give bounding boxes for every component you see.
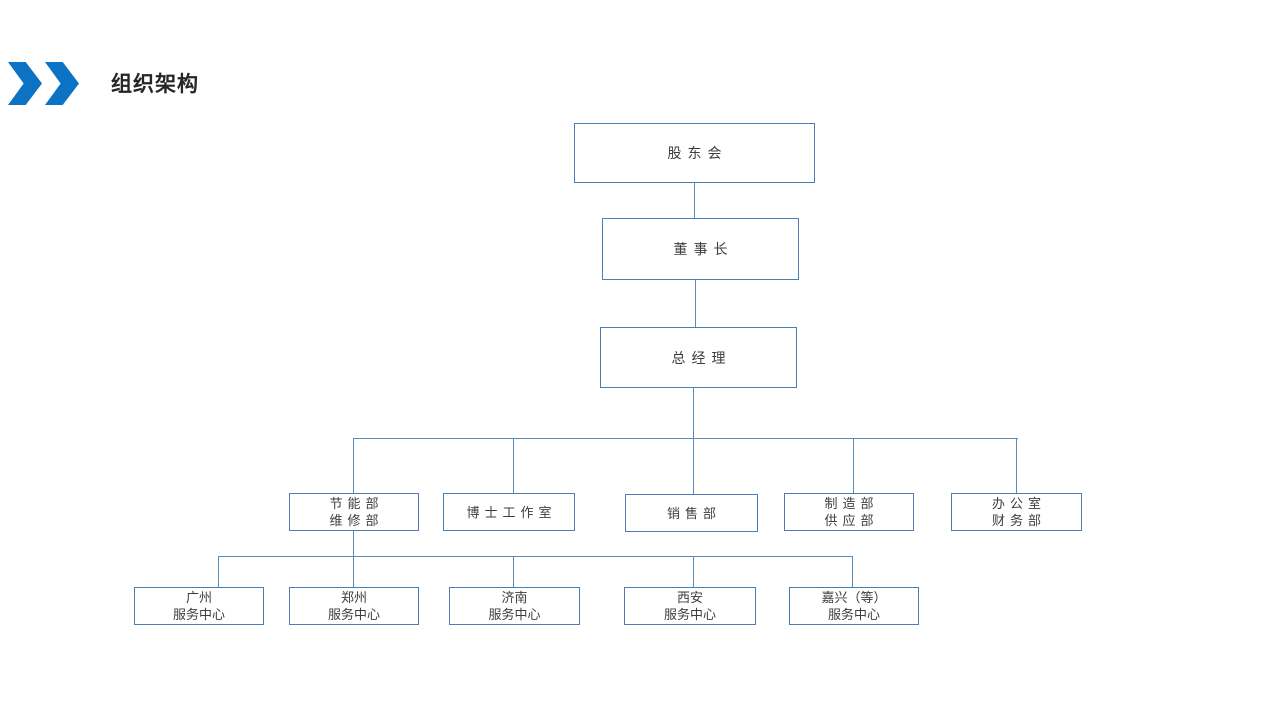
org-node-manufacturing-supply: 制造部 供应部 (784, 493, 914, 531)
connector-chairman-gm (695, 280, 696, 327)
org-node-label: 服务中心 (327, 607, 380, 622)
org-node-doctor-studio: 博士工作室 (443, 493, 575, 531)
org-node-label: 济南 (501, 590, 528, 605)
org-node-label: 总经理 (671, 349, 732, 366)
connector-drop-energy (353, 439, 354, 493)
page-title: 组织架构 (111, 73, 199, 96)
org-node-chairman: 董事长 (602, 218, 799, 280)
connector-drop-jinan (513, 557, 514, 587)
connector-drop-sales (693, 439, 694, 494)
connector-drop-manufacturing (853, 439, 854, 493)
connector-drop-xian (693, 557, 694, 587)
org-node-sales: 销售部 (625, 494, 758, 532)
org-node-label: 郑州 (340, 590, 367, 605)
org-node-label: 服务中心 (172, 607, 225, 622)
org-node-label: 股东会 (667, 145, 728, 161)
connector-shareholders-chairman (694, 183, 695, 218)
connector-drop-office (1016, 439, 1017, 493)
org-node-zhengzhou-service-center: 郑州 服务中心 (289, 587, 419, 625)
org-node-office-finance: 办公室 财务部 (951, 493, 1082, 531)
connector-drop-doctor-studio (513, 439, 514, 493)
connector-gm-departments (693, 388, 694, 438)
org-node-label: 嘉兴（等） (821, 590, 887, 605)
org-node-label: 财务部 (991, 513, 1046, 528)
org-node-shareholders: 股东会 (574, 123, 815, 183)
org-node-jinan-service-center: 济南 服务中心 (449, 587, 580, 625)
connector-departments-bus (353, 438, 1018, 439)
org-node-label: 董事长 (673, 241, 734, 257)
org-node-label: 西安 (676, 590, 703, 605)
org-node-xian-service-center: 西安 服务中心 (624, 587, 756, 625)
connector-drop-guangzhou (218, 557, 219, 587)
org-node-general-manager: 总经理 (600, 327, 797, 388)
org-node-guangzhou-service-center: 广州 服务中心 (134, 587, 264, 625)
org-node-energy-maintenance: 节能部 维修部 (289, 493, 419, 531)
double-chevron-right-icon (8, 62, 42, 105)
double-chevron-right-icon (45, 62, 79, 105)
org-node-jiaxing-service-center: 嘉兴（等） 服务中心 (789, 587, 919, 625)
org-node-label: 制造部 (824, 496, 879, 511)
org-node-label: 服务中心 (488, 607, 541, 622)
connector-energy-centers (353, 531, 354, 587)
org-node-label: 办公室 (991, 496, 1046, 511)
org-node-label: 广州 (185, 590, 212, 605)
org-node-label: 维修部 (329, 513, 384, 528)
slide-header: 组织架构 (0, 55, 420, 111)
org-node-label: 博士工作室 (466, 504, 557, 520)
org-node-label: 服务中心 (827, 607, 880, 622)
org-node-label: 供应部 (824, 513, 879, 528)
connector-centers-bus (218, 556, 853, 557)
org-node-label: 服务中心 (663, 607, 716, 622)
org-node-label: 节能部 (329, 496, 384, 511)
connector-drop-jiaxing (852, 557, 853, 587)
org-node-label: 销售部 (666, 505, 721, 521)
